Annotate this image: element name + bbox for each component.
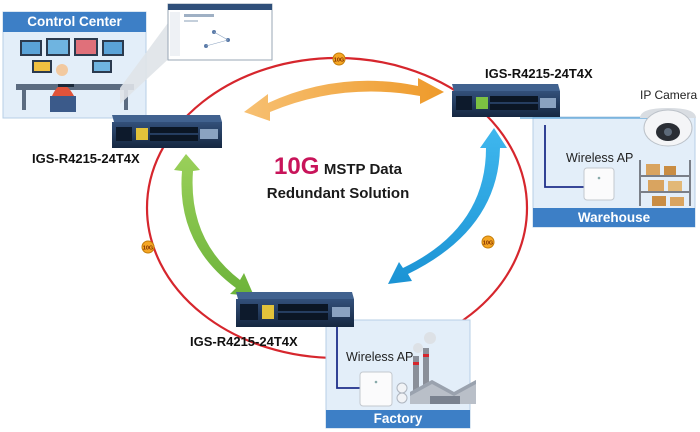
wireless-ap-factory-label: Wireless AP xyxy=(346,350,414,364)
orange-bidirectional-arrow xyxy=(244,78,444,121)
svg-text:10G: 10G xyxy=(334,58,344,64)
svg-text:10G: 10G xyxy=(143,246,153,252)
green-bidirectional-arrow xyxy=(174,154,254,296)
switch-bottom-label: IGS-R4215-24T4X xyxy=(190,334,298,349)
ring-badge-right: 10G xyxy=(481,235,495,249)
warehouse-links xyxy=(520,117,650,188)
software-screenshot-callout xyxy=(120,3,273,104)
ip-camera-label: IP Camera xyxy=(640,88,698,102)
solution-title: 10G MSTP Data Redundant Solution xyxy=(238,154,438,205)
switch-bottom xyxy=(236,292,354,327)
switch-left xyxy=(112,115,222,148)
warehouse-header: Warehouse xyxy=(533,208,695,227)
factory-header: Factory xyxy=(326,410,470,428)
title-line1: MSTP Data xyxy=(323,161,402,178)
wireless-ap-warehouse-icon xyxy=(583,167,615,201)
title-10g: 10G xyxy=(274,153,320,180)
ring-badge-left: 10G xyxy=(141,240,155,254)
wireless-ap-factory-icon xyxy=(359,371,393,407)
title-line2: Redundant Solution xyxy=(266,185,410,202)
factory-links xyxy=(336,327,360,389)
wireless-ap-warehouse-label: Wireless AP xyxy=(566,151,634,165)
operator-desk-icon xyxy=(16,38,134,112)
blue-bidirectional-arrow xyxy=(388,128,507,284)
factory-building-icon xyxy=(396,332,476,404)
switch-top-right-label: IGS-R4215-24T4X xyxy=(485,66,593,81)
svg-text:10G: 10G xyxy=(483,241,493,247)
switch-top-right xyxy=(452,84,560,117)
ring-badge-top: 10G xyxy=(332,52,346,66)
warehouse-shelves-icon xyxy=(639,160,691,206)
ip-camera-icon xyxy=(640,108,696,147)
control-center-header: Control Center xyxy=(3,12,146,32)
switch-left-label: IGS-R4215-24T4X xyxy=(32,151,140,166)
